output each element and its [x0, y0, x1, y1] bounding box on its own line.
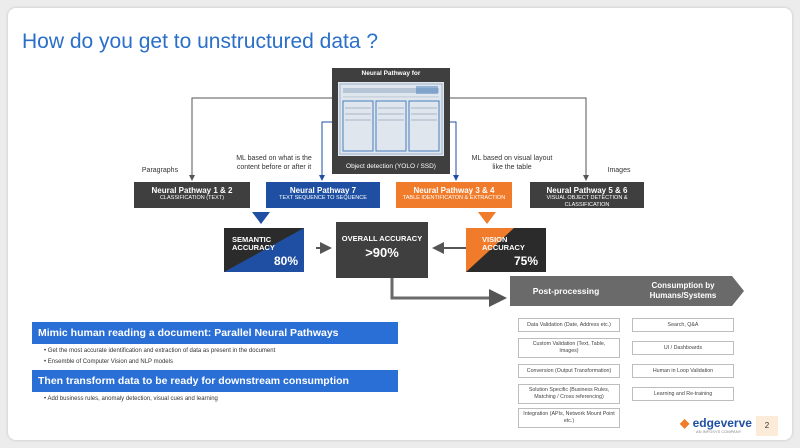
connector-to-pathway-1-2 [189, 97, 332, 181]
consumption-item: Learning and Re-training [632, 387, 734, 401]
brand-mark-icon: ◆ [680, 416, 690, 430]
page-number: 2 [756, 416, 778, 436]
postprocessing-header: Post-processing [532, 286, 600, 296]
pathway-7-title: Neural Pathway 7 [289, 186, 357, 195]
pathway-7-subtitle: TEXT SEQUENCE TO SEQUENCE [279, 195, 367, 201]
consumption-header: Consumption by Humans/Systems [649, 281, 717, 300]
pathway-3-4-title: Neural Pathway 3 & 4 [413, 186, 495, 195]
connector-to-pathway-3-4 [450, 121, 459, 181]
semantic-accuracy-box: SEMANTIC ACCURACY 80% [224, 228, 304, 272]
vision-accuracy-fill [466, 228, 514, 272]
banner-parallel-pathways: Mimic human reading a document: Parallel… [32, 322, 398, 344]
consumption-item: Human in Loop Validation [632, 364, 734, 378]
bullet-text: Ensemble of Computer Vision and NLP mode… [47, 359, 173, 365]
pathway-5-6: Neural Pathway 5 & 6 VISUAL OBJECT DETEC… [530, 182, 644, 208]
pathway-7: Neural Pathway 7 TEXT SEQUENCE TO SEQUEN… [266, 182, 380, 208]
brand-tagline: AN INFOSYS COMPANY [696, 429, 742, 434]
pathway-5-6-title: Neural Pathway 5 & 6 [546, 186, 628, 195]
semantic-accuracy-fill [224, 228, 304, 272]
consumption-item: Search, Q&A [632, 318, 734, 332]
label-paragraphs: Paragraphs [141, 167, 179, 174]
funnel-semantic [252, 212, 270, 224]
object-detection-box: Neural Pathway for Object detection (YOL… [332, 68, 450, 174]
funnel-vision [478, 212, 496, 224]
pathway-1-2-title: Neural Pathway 1 & 2 [151, 186, 233, 195]
label-images: Images [607, 167, 631, 174]
label-ml-content: ML based on what is the content before o… [236, 155, 312, 171]
consumption-item: UI / Dashboards [632, 341, 734, 355]
object-detection-footer: Object detection (YOLO / SSD) [346, 163, 436, 170]
postprocessing-item: Solution Specific (Business Rules, Match… [518, 384, 620, 404]
bullet-item: • Ensemble of Computer Vision and NLP mo… [44, 359, 173, 365]
document-thumbnail-graphic [339, 83, 443, 155]
semantic-label-1: SEMANTIC [232, 235, 272, 244]
bullet-text: Add business rules, anomaly detection, v… [47, 396, 218, 402]
object-detection-header: Neural Pathway for [361, 70, 421, 77]
document-thumbnail [338, 82, 444, 156]
brand-name: edgeverve [692, 416, 752, 430]
postprocessing-chevron: Post-processing [510, 276, 634, 306]
connector-to-postprocessing [390, 278, 507, 307]
postprocessing-item: Integration (APIs, Network Mount Point e… [518, 408, 620, 428]
overall-accuracy-value: >90% [365, 245, 399, 260]
postprocessing-item: Data Validation (Date, Address etc.) [518, 318, 620, 332]
connector-to-pathway-7 [319, 121, 332, 181]
page-title: How do you get to unstructured data ? [22, 30, 379, 53]
connector-lines [189, 97, 589, 307]
pathway-5-6-subtitle: VISUAL OBJECT DETECTION & CLASSIFICATION [546, 195, 628, 208]
vision-accuracy-box: VISION ACCURACY 75% [466, 228, 546, 272]
consumption-chevron: Consumption by Humans/Systems [620, 276, 744, 306]
pathway-3-4-subtitle: TABLE IDENTIFICATON & EXTRACTION [402, 195, 506, 201]
pathway-3-4: Neural Pathway 3 & 4 TABLE IDENTIFICATON… [396, 182, 512, 208]
vision-accuracy-value: 75% [513, 254, 538, 268]
vision-label-1: VISION [482, 235, 508, 244]
semantic-label-2: ACCURACY [232, 243, 275, 252]
vision-label-2: ACCURACY [482, 243, 525, 252]
postprocessing-chevron-shape [510, 276, 634, 306]
pathway-1-2: Neural Pathway 1 & 2 CLASSIFICATION (TEX… [134, 182, 250, 208]
postprocessing-item: Custom Validation (Text, Table, Images) [518, 338, 620, 358]
bullet-text: Get the most accurate identification and… [47, 348, 276, 354]
overall-accuracy-box: OVERALL ACCURACY >90% [336, 222, 428, 278]
bullet-item: • Get the most accurate identification a… [44, 348, 276, 354]
label-ml-visual: ML based on visual layout like the table [471, 155, 553, 171]
pathway-1-2-subtitle: CLASSIFICATION (TEXT) [159, 195, 225, 201]
brand-logo: ◆ edgeverve AN INFOSYS COMPANY [680, 416, 752, 434]
slide: How do you get to unstructured data ? Ne… [8, 8, 792, 440]
banner-downstream: Then transform data to be ready for down… [32, 370, 398, 392]
connector-to-pathway-5-6 [450, 97, 589, 181]
overall-accuracy-label: OVERALL ACCURACY [341, 234, 423, 243]
bullet-item: • Add business rules, anomaly detection,… [44, 396, 218, 402]
postprocessing-item: Conversion (Output Transformation) [518, 364, 620, 378]
semantic-accuracy-value: 80% [273, 254, 298, 268]
consumption-chevron-shape [620, 276, 744, 306]
